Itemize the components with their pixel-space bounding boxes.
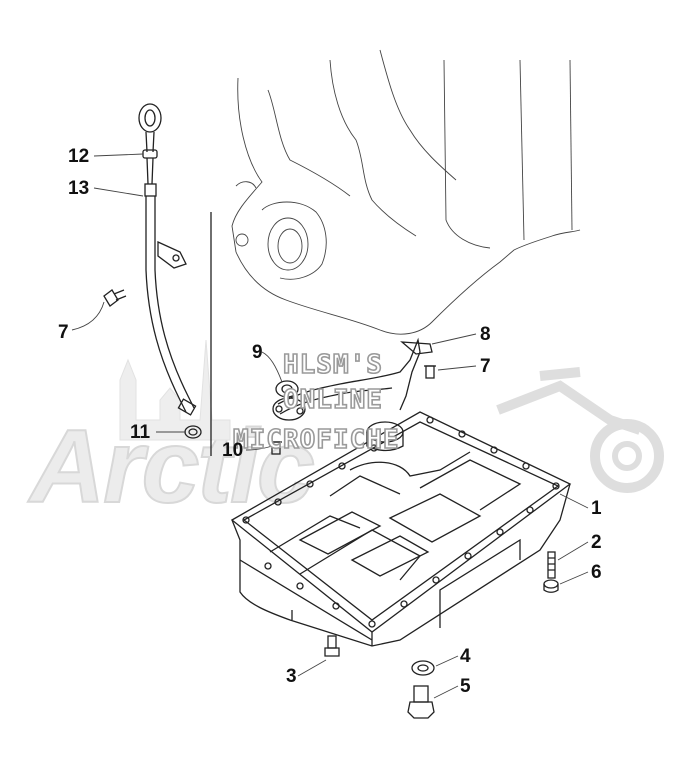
hlsm-watermark: HLSM'S ONLINE MICROFICHE [232,349,400,456]
callout-10: 10 [222,440,243,461]
callout-2: 2 [591,532,602,553]
nut-6 [543,579,559,593]
bolt-7-left [103,289,127,307]
castle-watermark-icon [119,339,231,441]
callout-5: 5 [460,676,471,697]
callout-4: 4 [460,646,471,667]
bolt-10 [270,441,282,455]
callout-8: 8 [480,324,491,345]
callout-9: 9 [252,342,263,363]
watermark-line3: MICROFICHE [233,425,400,455]
callout-12: 12 [68,146,89,167]
bolt-7-right [424,365,436,379]
leader-lines [71,153,589,699]
callout-6: 6 [591,562,602,583]
callout-numbers: 12 13 7 11 9 10 8 7 1 2 6 3 4 5 [58,146,602,697]
callout-13: 13 [68,178,89,199]
dipstick [138,103,162,185]
callout-7-left: 7 [58,322,69,343]
motorcycle-watermark-icon [496,367,664,493]
bolt-3 [324,635,340,657]
drain-plug-5 [407,685,435,719]
brand-watermark: Arctic [26,339,664,526]
washer-4 [411,660,435,676]
pan-bolt-holes [242,416,560,628]
callout-11: 11 [130,422,151,443]
oil-pan [230,411,572,647]
stud-2 [547,551,556,579]
callout-7-right: 7 [480,356,491,377]
watermark-line2: ONLINE [283,385,383,415]
engine-block-outline [231,49,581,335]
callout-1: 1 [591,498,602,519]
watermark-line1: HLSM'S [283,350,383,380]
callout-3: 3 [286,666,297,687]
gasket-9 [275,380,299,398]
dipstick-guide-tube [144,183,197,416]
